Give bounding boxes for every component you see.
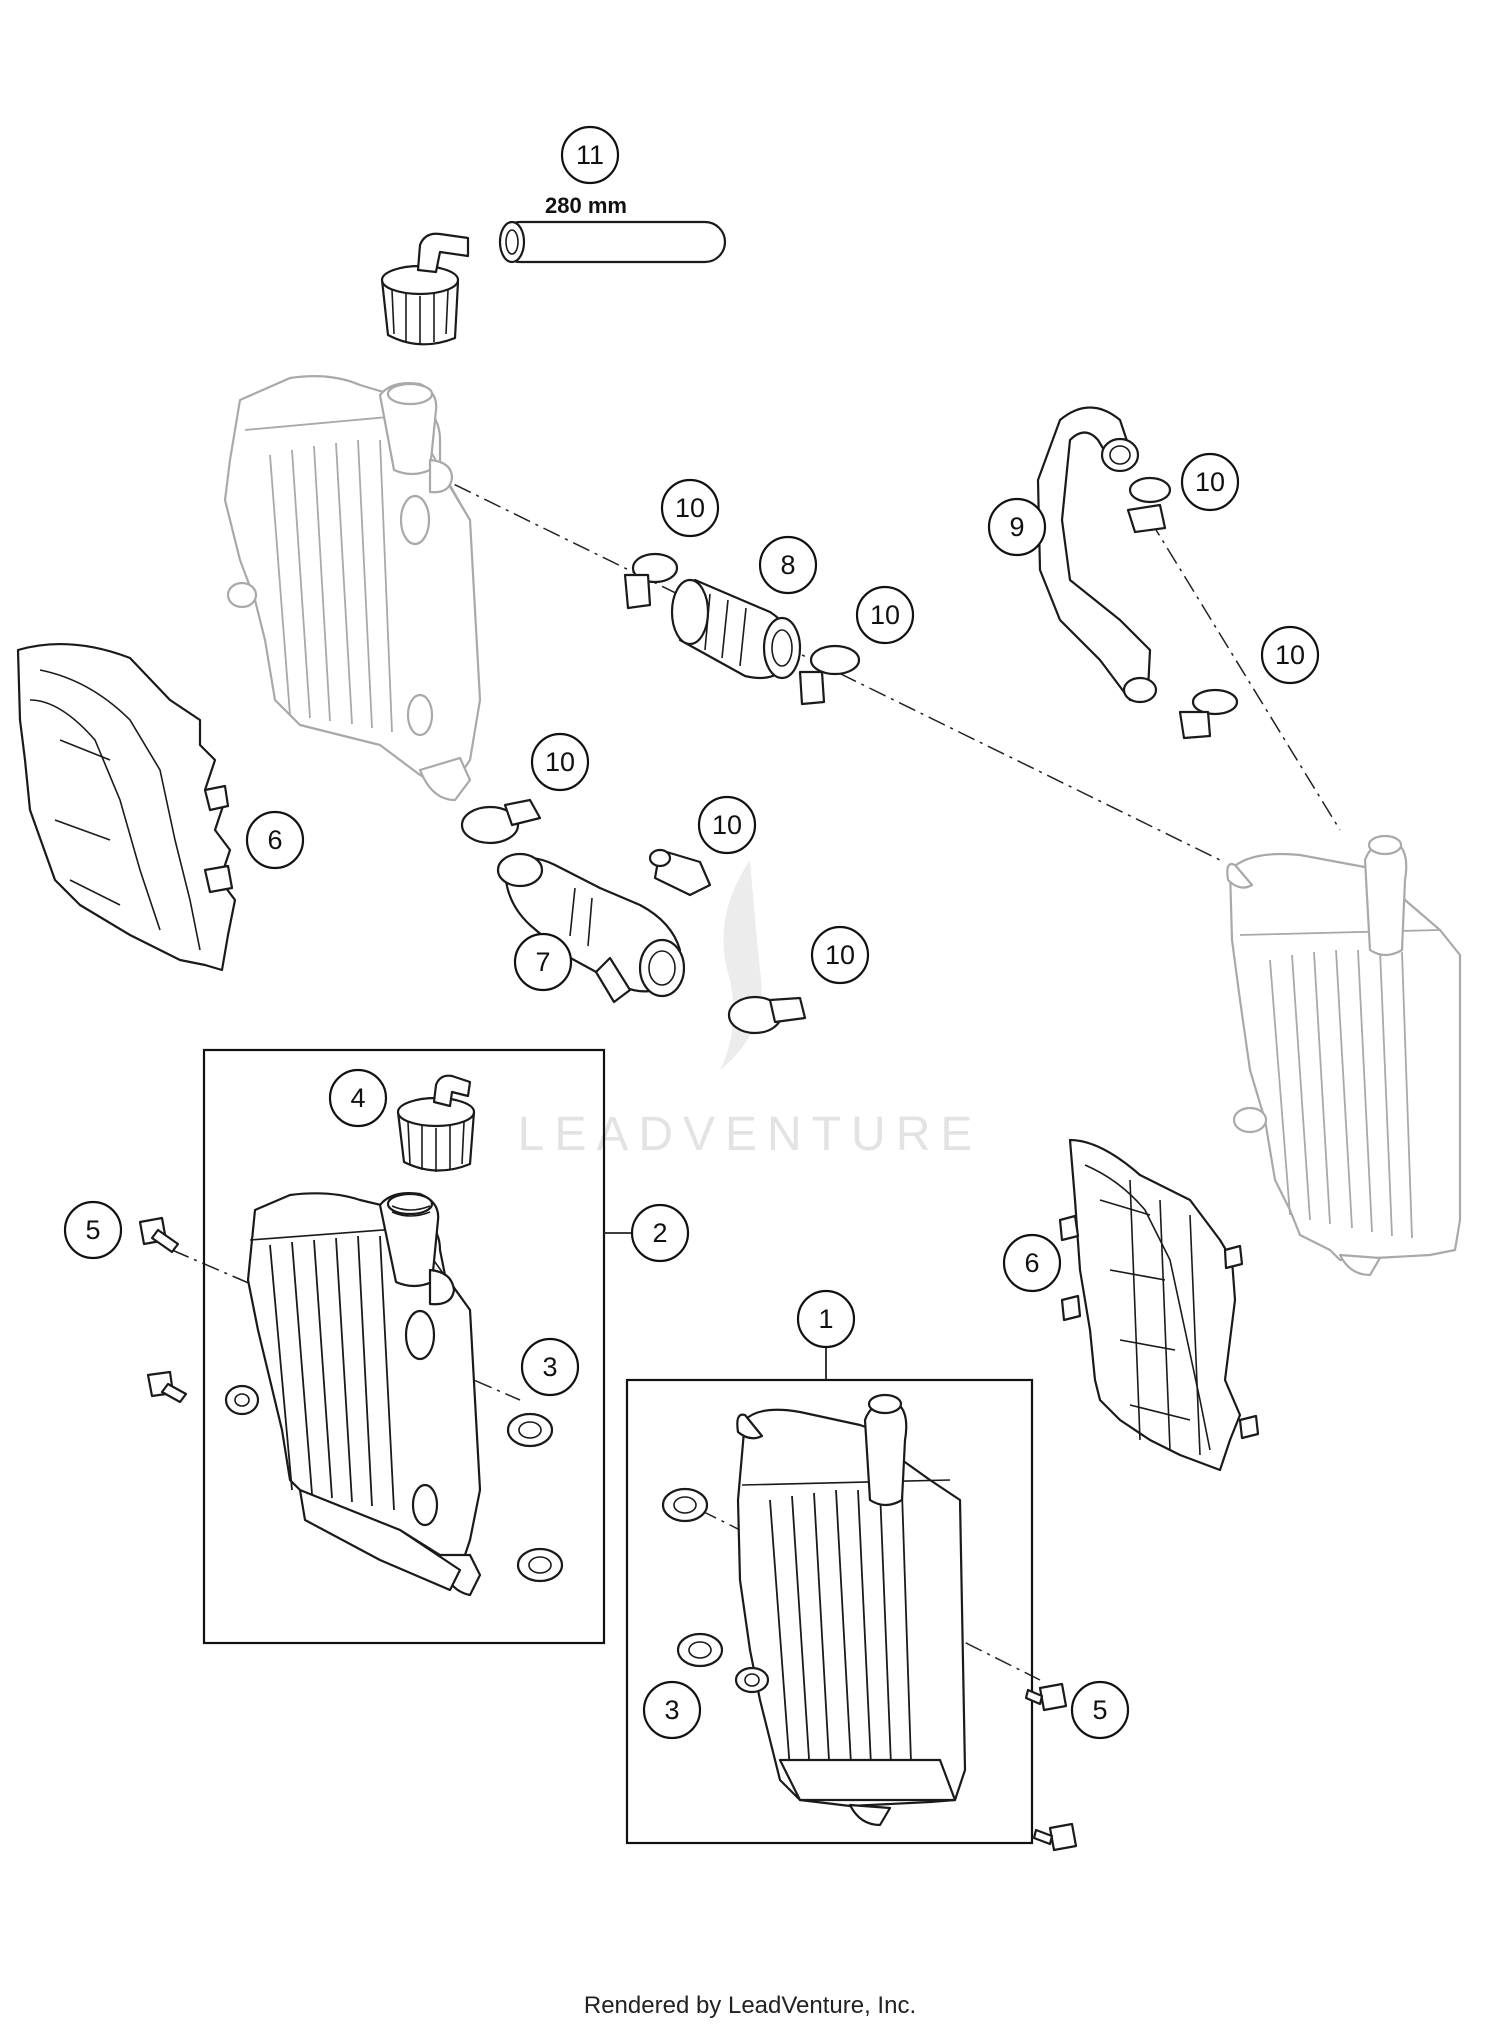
callout-5-label: 5: [1092, 1695, 1107, 1725]
callout-10-label: 10: [870, 600, 900, 630]
kit-box-2: [202, 1048, 606, 1645]
callout-10: 10: [855, 585, 915, 645]
callout-10: 10: [530, 732, 590, 792]
callout-7-label: 7: [535, 947, 550, 977]
callout-8: 8: [758, 535, 818, 595]
hose-length-label: 280 mm: [545, 193, 627, 218]
clamp-10g: [727, 995, 807, 1035]
callout-5: 5: [63, 1200, 123, 1260]
bolt-5d: [1032, 1822, 1078, 1852]
shroud-left-6: [16, 643, 237, 972]
callout-3: 3: [642, 1680, 702, 1740]
footer-credit: Rendered by LeadVenture, Inc.: [584, 1992, 916, 2019]
callout-10: 10: [697, 795, 757, 855]
callout-10-label: 10: [675, 493, 705, 523]
callout-4: 4: [328, 1068, 388, 1128]
clamp-10a: [623, 552, 679, 610]
clamp-10e: [460, 798, 542, 845]
hose-9: [1036, 406, 1158, 704]
callout-1: 1: [796, 1289, 856, 1349]
callout-9-label: 9: [1009, 512, 1024, 542]
callout-6-label: 6: [267, 825, 282, 855]
radiator-left-2: [224, 1192, 482, 1597]
callout-10: 10: [1260, 625, 1320, 685]
callout-9: 9: [987, 497, 1047, 557]
clamp-10b: [798, 644, 861, 706]
radiator-right-1: [734, 1393, 967, 1827]
callout-10-label: 10: [1195, 467, 1225, 497]
callout-10-label: 10: [1275, 640, 1305, 670]
callout-1-label: 1: [818, 1304, 833, 1334]
callout-7: 7: [513, 932, 573, 992]
clamp-10d: [1178, 688, 1239, 740]
callout-10-label: 10: [825, 940, 855, 970]
callout-10-label: 10: [545, 747, 575, 777]
callout-5-label: 5: [85, 1215, 100, 1245]
hose-11: [498, 220, 727, 264]
clamp-10c: [1126, 476, 1172, 534]
callout-10: 10: [1180, 452, 1240, 512]
callout-3-label: 3: [542, 1352, 557, 1382]
callout-2: 2: [630, 1203, 690, 1263]
callout-8-label: 8: [780, 550, 795, 580]
callout-10-label: 10: [712, 810, 742, 840]
grommet-3a: [506, 1412, 554, 1448]
callout-6: 6: [245, 810, 305, 870]
radiator-left-faded: [223, 375, 482, 802]
grommet-3d: [676, 1632, 724, 1668]
callout-4-label: 4: [350, 1083, 365, 1113]
callout-11: 11: [560, 125, 620, 185]
callout-6-label: 6: [1024, 1248, 1039, 1278]
kit-box-1: [625, 1378, 1034, 1845]
watermark-text: LEADVENTURE: [518, 1108, 983, 1161]
clamp-10f: [648, 848, 712, 897]
callout-5: 5: [1070, 1680, 1130, 1740]
callout-3-label: 3: [664, 1695, 679, 1725]
hose-7: [496, 852, 686, 1004]
callout-10: 10: [810, 925, 870, 985]
callout-6: 6: [1002, 1233, 1062, 1293]
radiator-cap-upper: [380, 232, 470, 346]
connector-8: [670, 578, 802, 680]
grommet-3b: [661, 1487, 709, 1523]
radiator-cap-4: [396, 1074, 476, 1172]
radiator-right-faded: [1226, 834, 1462, 1277]
bolt-5a: [138, 1216, 180, 1254]
callout-3: 3: [520, 1337, 580, 1397]
shroud-right-6: [1058, 1138, 1260, 1472]
grommet-3c: [516, 1547, 564, 1583]
callout-10: 10: [660, 478, 720, 538]
bolt-5c: [146, 1370, 188, 1404]
callout-11-label: 11: [576, 140, 604, 170]
callout-2-label: 2: [652, 1218, 667, 1248]
bolt-5b: [1024, 1682, 1068, 1712]
